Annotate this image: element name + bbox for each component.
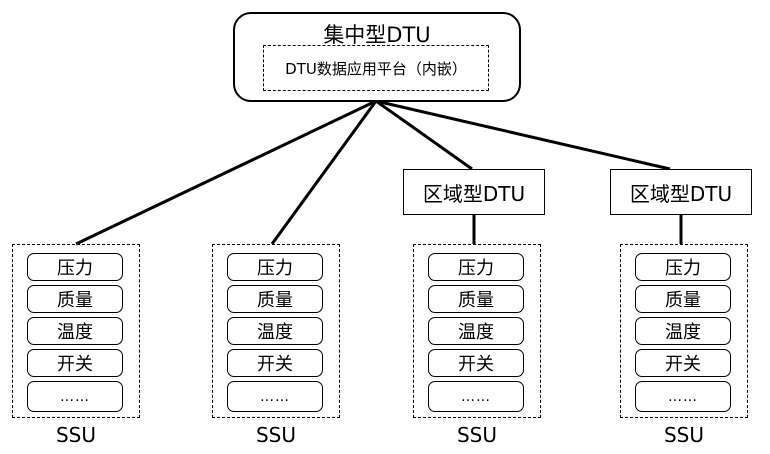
ssu-group-2: 压力 质量 温度 开关 …… [212,244,340,418]
sensor-pressure: 压力 [227,253,323,281]
link-central-ssu1 [75,99,377,246]
sensor-switch: 开关 [227,349,323,377]
sensor-temperature: 温度 [428,317,524,345]
ssu-group-3: 压力 质量 温度 开关 …… [413,244,541,418]
sensor-temperature: 温度 [635,317,731,345]
sensor-switch: 开关 [428,349,524,377]
dtu-data-platform-box: DTU数据应用平台（内嵌） [263,45,489,91]
sensor-quality: 质量 [635,285,731,313]
sensor-more: …… [27,381,123,412]
sensor-pressure: 压力 [27,253,123,281]
ssu-label-3: SSU [456,423,498,447]
sensor-switch: 开关 [635,349,731,377]
regional-dtu-2: 区域型DTU [610,169,752,215]
regional-dtu-label: 区域型DTU [629,181,733,206]
regional-dtu-label: 区域型DTU [422,181,526,206]
link-central-regional2 [375,99,671,171]
sensor-quality: 质量 [227,285,323,313]
link-central-regional1 [375,99,473,171]
ssu-label-1: SSU [55,423,97,447]
ssu-label-2: SSU [255,423,297,447]
regional-dtu-1: 区域型DTU [403,169,545,215]
sensor-switch: 开关 [27,349,123,377]
link-central-ssu2 [270,100,378,245]
sensor-quality: 质量 [27,285,123,313]
sensor-more: …… [428,381,524,412]
sensor-more: …… [227,381,323,412]
sensor-temperature: 温度 [27,317,123,345]
sensor-temperature: 温度 [227,317,323,345]
dtu-data-platform-label: DTU数据应用平台（内嵌） [285,59,467,78]
ssu-label-4: SSU [663,423,705,447]
sensor-more: …… [635,381,731,412]
sensor-quality: 质量 [428,285,524,313]
ssu-group-4: 压力 质量 温度 开关 …… [620,244,748,418]
sensor-pressure: 压力 [635,253,731,281]
central-dtu-box: 集中型DTU DTU数据应用平台（内嵌） [233,12,521,102]
ssu-group-1: 压力 质量 温度 开关 …… [12,244,140,418]
central-dtu-title: 集中型DTU [323,23,431,47]
sensor-pressure: 压力 [428,253,524,281]
